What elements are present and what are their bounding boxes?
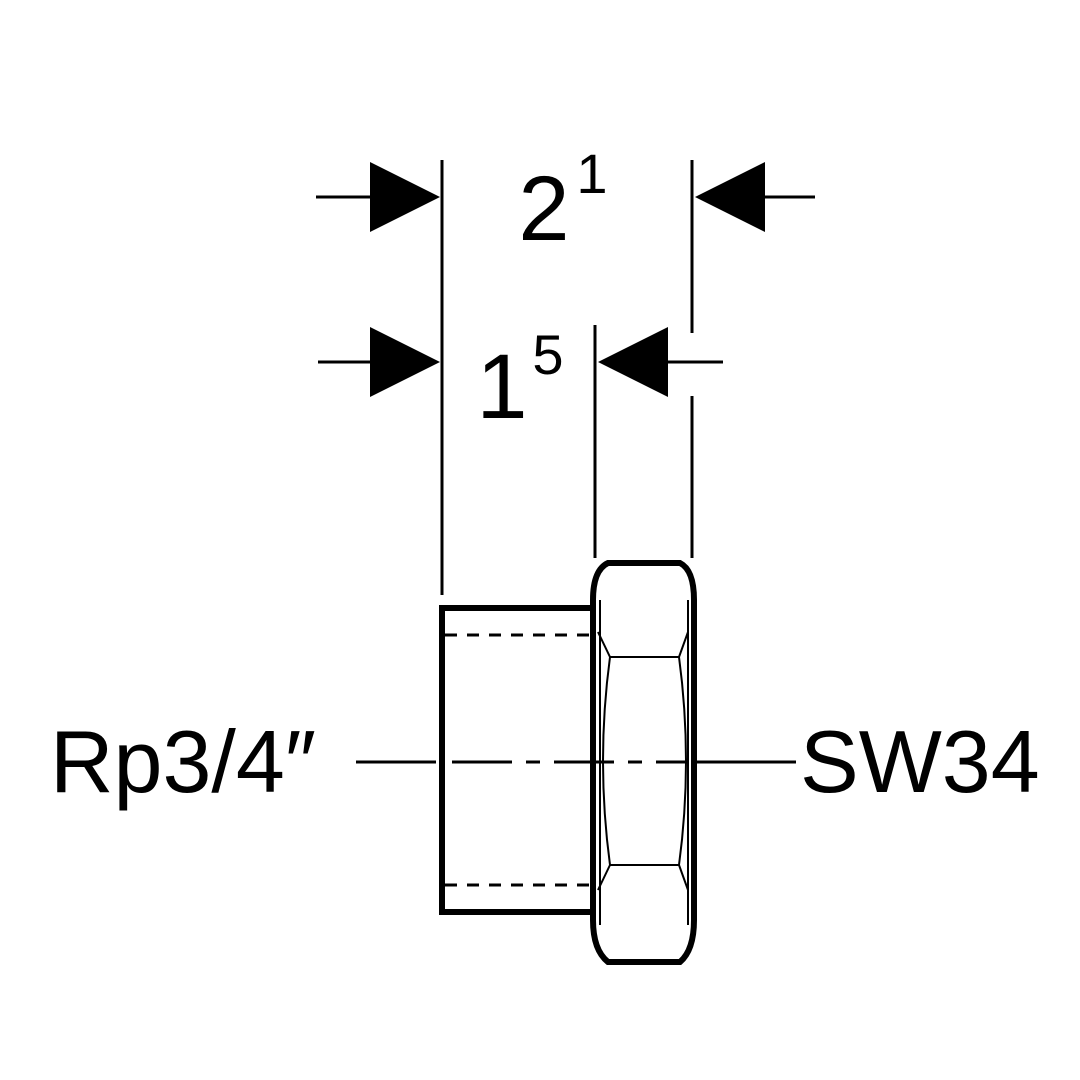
thread-size-label: Rp3/4″ [50, 712, 316, 811]
dimension-body-superscript: 5 [532, 323, 563, 386]
wrench-size-label: SW34 [800, 712, 1040, 811]
hex-nut-chamfer-top [597, 631, 689, 658]
dimension-overall-arrow-left [370, 162, 440, 232]
dimension-body-arrow-right [598, 327, 668, 397]
dimension-body-arrow-left [370, 327, 440, 397]
hex-nut [590, 560, 697, 965]
fitting-body-outline [439, 605, 593, 915]
hex-nut-chamfer-bottom [597, 864, 689, 891]
dimension-body-value: 1 [476, 336, 527, 438]
dimension-overall-value: 2 [518, 158, 569, 260]
dimension-overall: 2 1 [316, 142, 815, 260]
dimension-body: 1 5 [318, 323, 723, 438]
dimension-overall-arrow-right [695, 162, 765, 232]
fitting-body [439, 605, 593, 915]
dimension-overall-superscript: 1 [576, 142, 607, 205]
hex-nut-outline [590, 560, 697, 965]
